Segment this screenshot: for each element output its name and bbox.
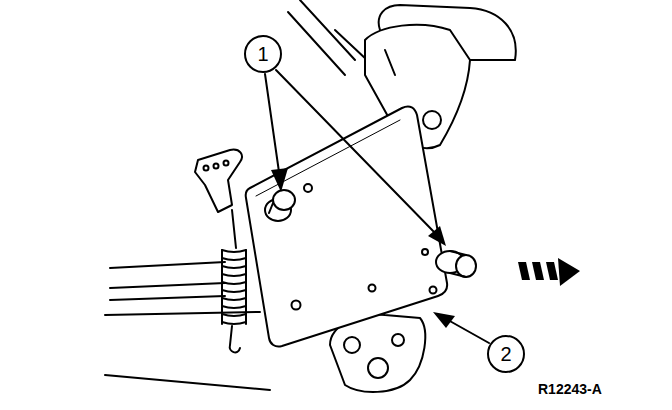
callout-number: 1	[257, 44, 268, 64]
callout-circle: 1	[244, 35, 282, 73]
callout-circle: 2	[487, 335, 525, 373]
callout-number: 2	[500, 344, 511, 364]
figure-code: R12243-A	[536, 381, 604, 397]
